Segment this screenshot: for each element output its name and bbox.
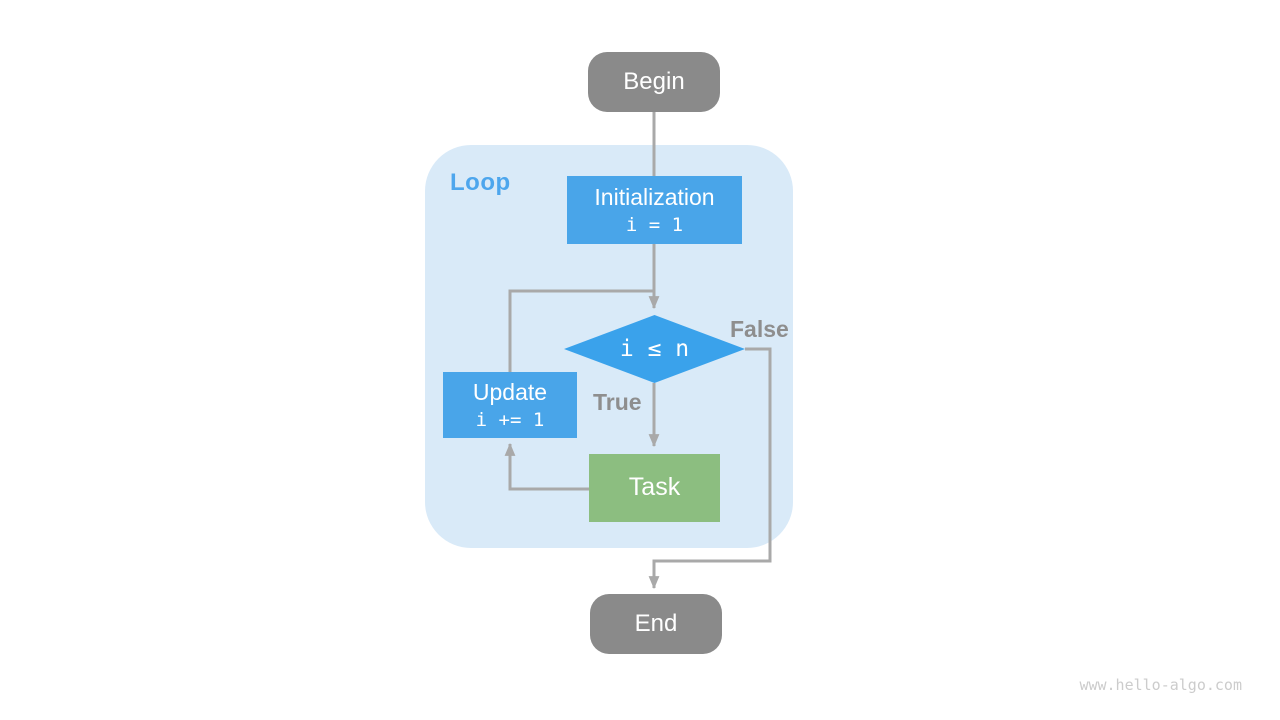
node-end-label: End xyxy=(634,610,678,637)
node-update: Update i += 1 xyxy=(443,372,577,438)
edge-update-feedback-to-condition xyxy=(508,289,654,372)
watermark-text: www.hello-algo.com xyxy=(1079,676,1242,694)
node-update-label: Update xyxy=(472,378,548,405)
node-begin: Begin xyxy=(588,52,720,112)
node-initialization-label: Initialization xyxy=(594,183,715,210)
loop-container-label: Loop xyxy=(450,169,511,196)
edge-label-true: True xyxy=(593,389,642,415)
node-update-code: i += 1 xyxy=(475,408,545,431)
node-condition-label: i ≤ n xyxy=(619,335,690,362)
node-initialization-code: i = 1 xyxy=(625,213,684,236)
node-initialization: Initialization i = 1 xyxy=(567,176,742,244)
node-end: End xyxy=(590,594,722,654)
node-task-label: Task xyxy=(628,473,681,502)
edge-condition-false-to-end xyxy=(648,347,772,590)
node-begin-label: Begin xyxy=(623,68,685,95)
node-task: Task xyxy=(589,454,720,522)
edge-task-to-update xyxy=(504,442,589,491)
edge-label-false: False xyxy=(730,316,789,342)
